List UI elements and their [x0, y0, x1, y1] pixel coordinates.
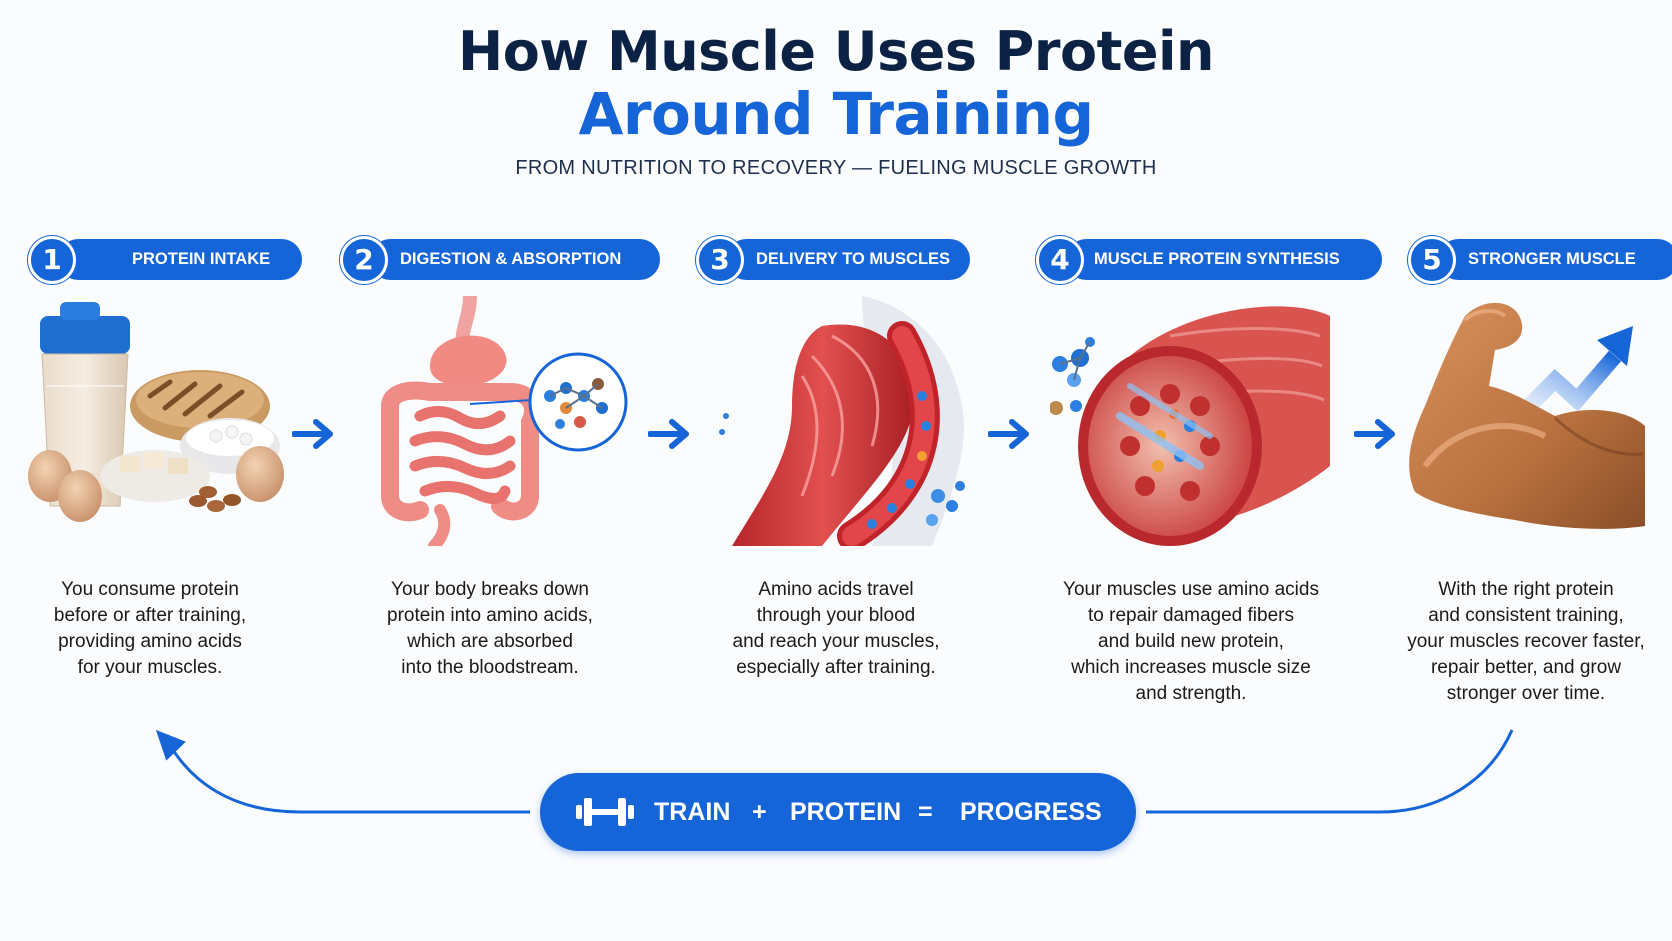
muscle-protein-synthesis-illustration	[1050, 306, 1330, 546]
step-4-label: MUSCLE PROTEIN SYNTHESIS	[1066, 239, 1382, 280]
banner-plus: +	[752, 798, 767, 826]
step-1-label: PROTEIN INTAKE	[58, 239, 302, 280]
arrow-right-icon	[988, 419, 1029, 449]
arrow-right-icon	[648, 419, 689, 449]
step-3-number: 3	[696, 236, 744, 284]
title-line-2: Around Training	[578, 80, 1094, 148]
title-line-1: How Muscle Uses Protein	[458, 20, 1215, 83]
arrow-right-icon	[1354, 419, 1395, 449]
step-5-label: STRONGER MUSCLE	[1438, 239, 1672, 280]
muscle-blood-delivery-illustration	[719, 296, 965, 546]
banner-progress: PROGRESS	[960, 798, 1102, 826]
banner-protein: PROTEIN	[790, 798, 902, 826]
step-3-label: DELIVERY TO MUSCLES	[726, 239, 970, 280]
banner-train: TRAIN	[654, 798, 731, 826]
step-1-number: 1	[28, 236, 76, 284]
digestive-system-illustration	[381, 296, 628, 546]
step-5-number: 5	[1408, 236, 1456, 284]
step-2-label: DIGESTION & ABSORPTION	[370, 239, 660, 280]
arrow-right-icon	[292, 419, 333, 449]
train-protein-progress-banner: TRAIN + PROTEIN = PROGRESS	[540, 773, 1136, 851]
step-2-number: 2	[340, 236, 388, 284]
subtitle: FROM NUTRITION TO RECOVERY — FUELING MUS…	[515, 157, 1157, 179]
banner-equals: =	[918, 798, 933, 826]
dumbbell-icon	[576, 798, 634, 826]
stronger-muscle-illustration	[1409, 302, 1645, 529]
protein-foods-illustration	[28, 302, 284, 522]
step-4-number: 4	[1036, 236, 1084, 284]
